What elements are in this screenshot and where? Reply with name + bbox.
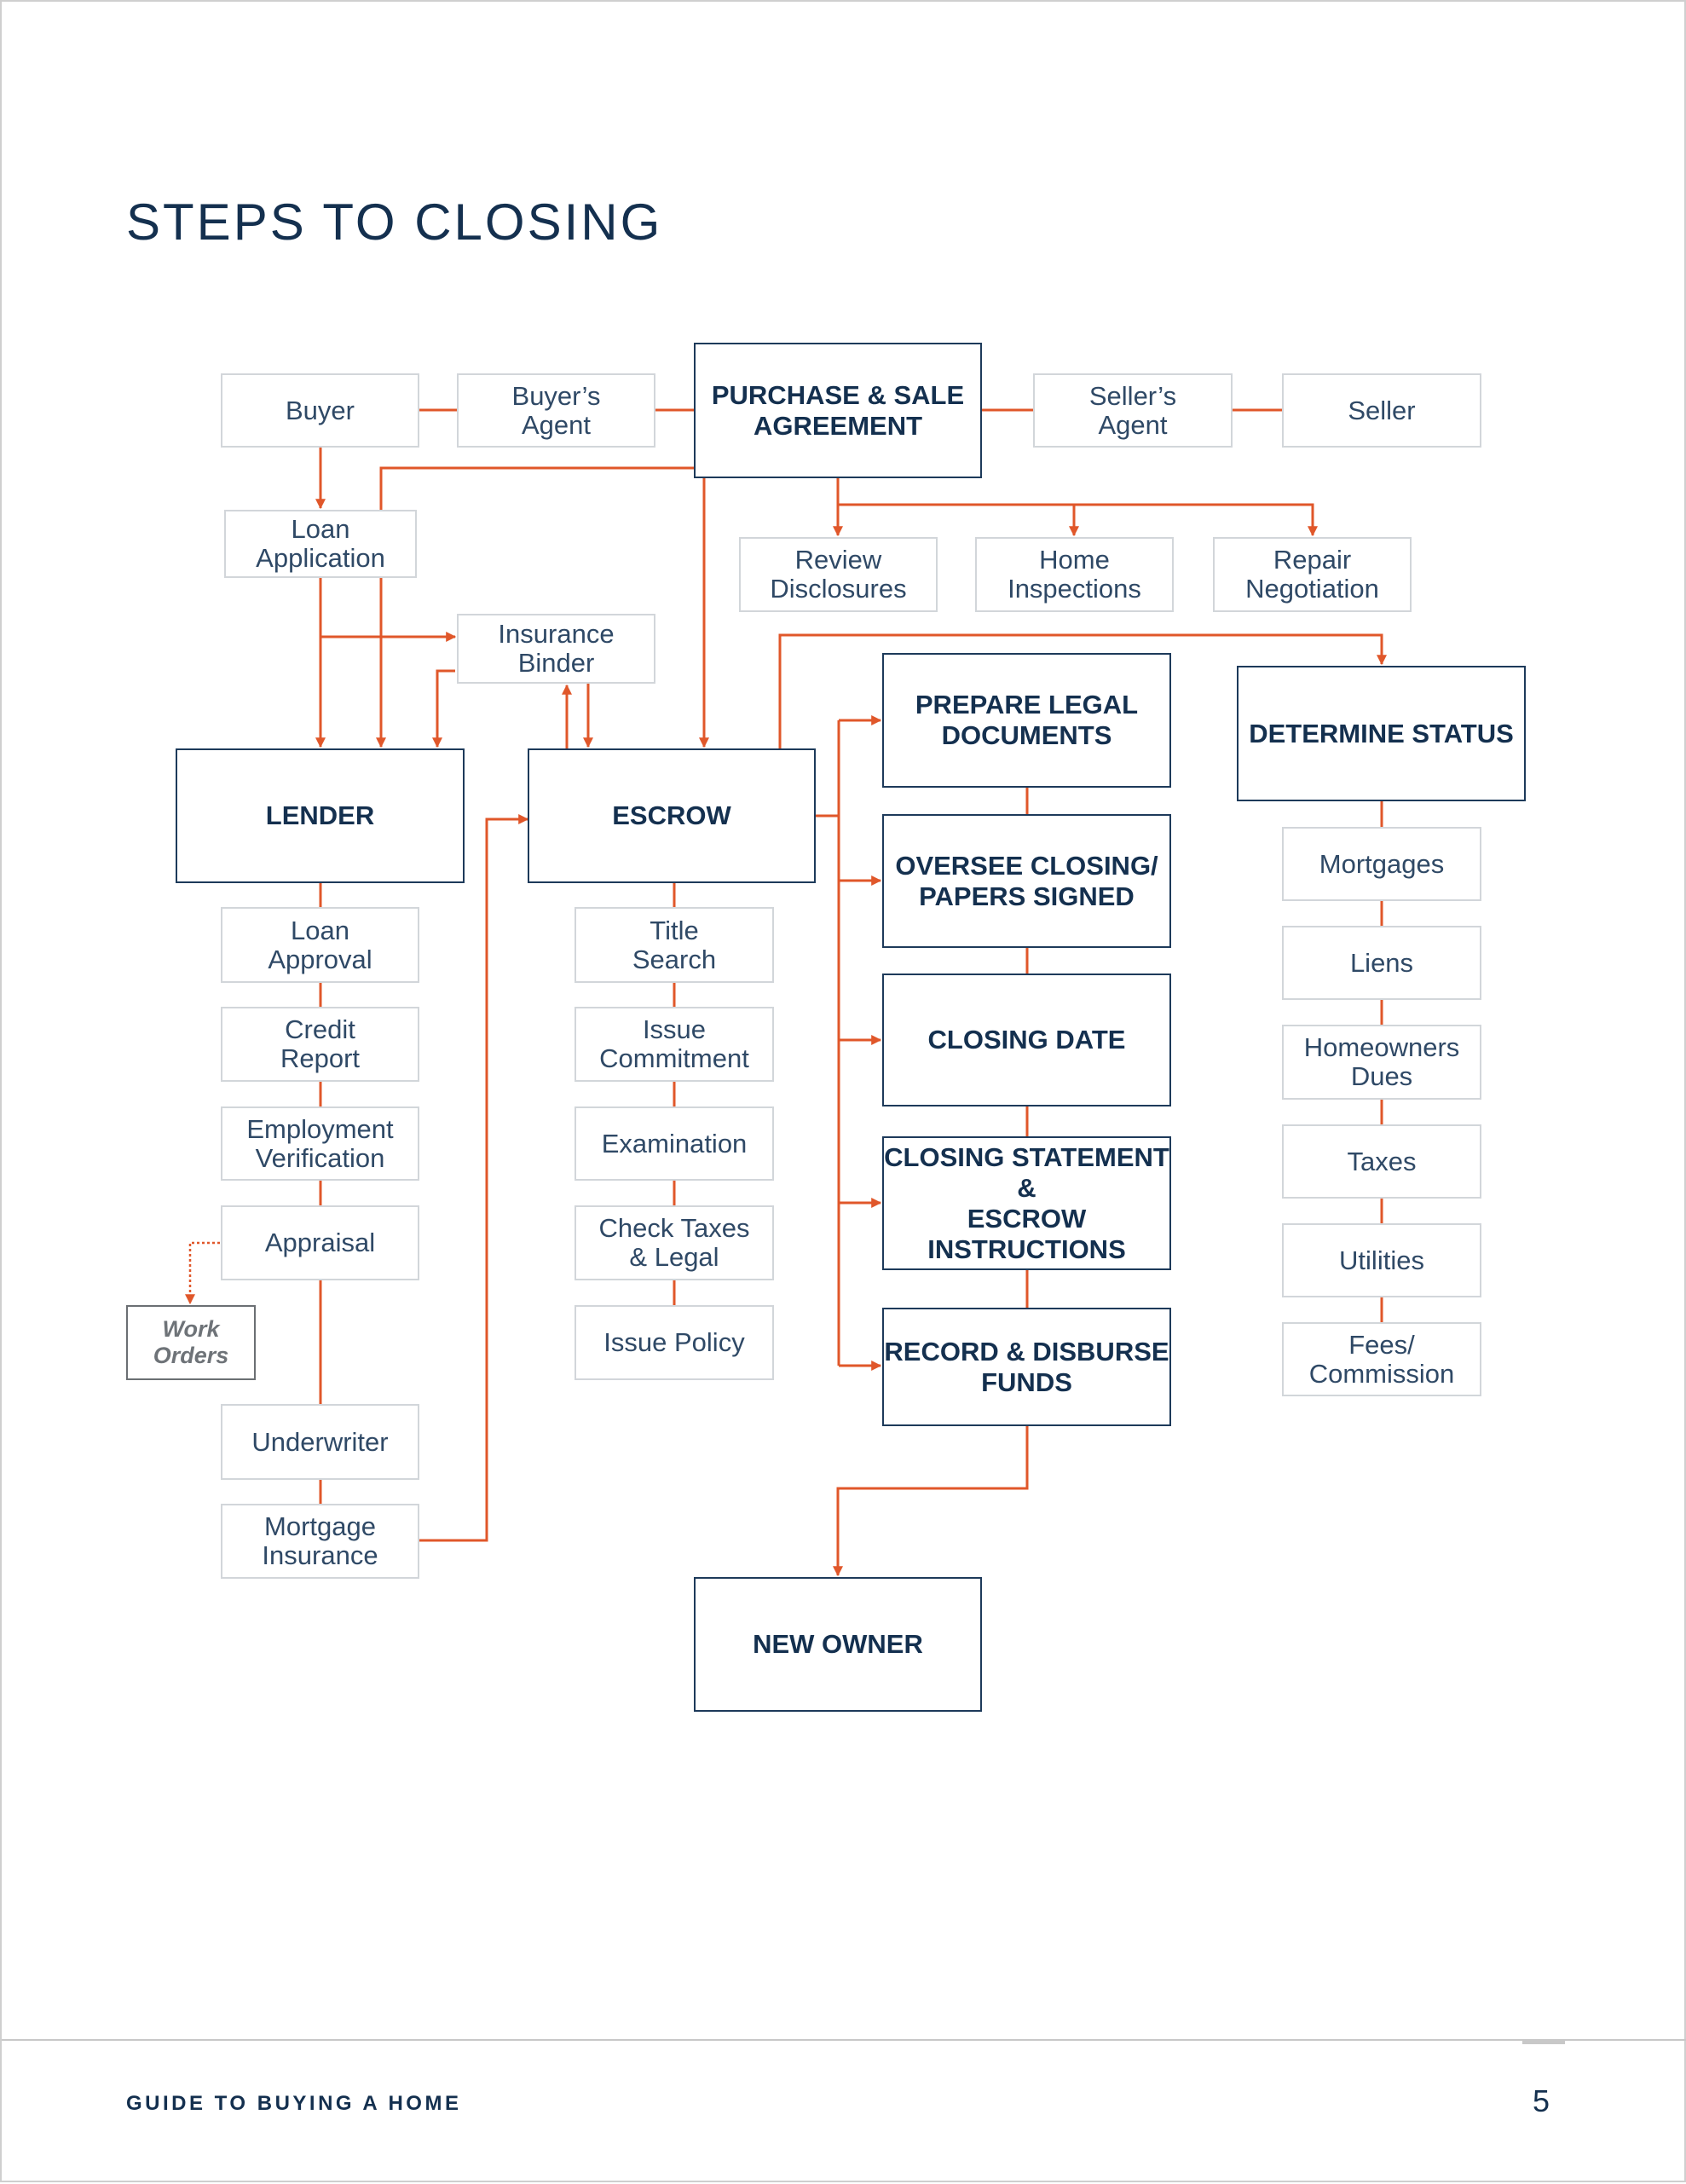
repair-negotiation-box: Repair Negotiation <box>1213 537 1412 612</box>
page-number: 5 <box>1533 2083 1550 2118</box>
footer-divider <box>2 2039 1686 2041</box>
footer-guide-title: GUIDE TO BUYING A HOME <box>126 2092 462 2115</box>
seller-box: Seller <box>1282 373 1481 448</box>
escrow-box: ESCROW <box>528 748 816 883</box>
work-orders-box: Work Orders <box>126 1305 256 1380</box>
new-owner-box: NEW OWNER <box>694 1577 982 1712</box>
taxes-box: Taxes <box>1282 1124 1481 1199</box>
buyer-box: Buyer <box>221 373 419 448</box>
issue-policy-box: Issue Policy <box>575 1305 774 1380</box>
closing-statement-box: CLOSING STATEMENT & ESCROW INSTRUCTIONS <box>882 1136 1171 1270</box>
homeowners-dues-box: Homeowners Dues <box>1282 1025 1481 1100</box>
mortgages-box: Mortgages <box>1282 827 1481 901</box>
record-disburse-box: RECORD & DISBURSE FUNDS <box>882 1308 1171 1426</box>
check-taxes-legal-box: Check Taxes & Legal <box>575 1205 774 1280</box>
underwriter-box: Underwriter <box>221 1404 419 1480</box>
home-inspections-box: Home Inspections <box>975 537 1174 612</box>
mortgage-insurance-box: Mortgage Insurance <box>221 1504 419 1579</box>
liens-box: Liens <box>1282 926 1481 1000</box>
appraisal-box: Appraisal <box>221 1205 419 1280</box>
lender-box: LENDER <box>176 748 465 883</box>
issue-commitment-box: Issue Commitment <box>575 1007 774 1082</box>
employment-verification-box: Employment Verification <box>221 1106 419 1181</box>
title-search-box: Title Search <box>575 907 774 983</box>
credit-report-box: Credit Report <box>221 1007 419 1082</box>
prepare-legal-documents-box: PREPARE LEGAL DOCUMENTS <box>882 653 1171 788</box>
insurance-binder-box: Insurance Binder <box>457 614 655 684</box>
examination-box: Examination <box>575 1106 774 1181</box>
sellers-agent-box: Seller’s Agent <box>1033 373 1233 448</box>
loan-application-box: Loan Application <box>224 510 417 578</box>
purchase-sale-agreement-box: PURCHASE & SALE AGREEMENT <box>694 343 982 478</box>
oversee-closing-box: OVERSEE CLOSING/ PAPERS SIGNED <box>882 814 1171 948</box>
determine-status-box: DETERMINE STATUS <box>1237 666 1526 801</box>
fees-commission-box: Fees/ Commission <box>1282 1322 1481 1396</box>
page-title: STEPS TO CLOSING <box>126 194 663 251</box>
utilities-box: Utilities <box>1282 1223 1481 1297</box>
loan-approval-box: Loan Approval <box>221 907 419 983</box>
closing-date-box: CLOSING DATE <box>882 974 1171 1106</box>
review-disclosures-box: Review Disclosures <box>739 537 938 612</box>
footer-tab-mark <box>1522 2041 1565 2044</box>
buyers-agent-box: Buyer’s Agent <box>457 373 655 448</box>
